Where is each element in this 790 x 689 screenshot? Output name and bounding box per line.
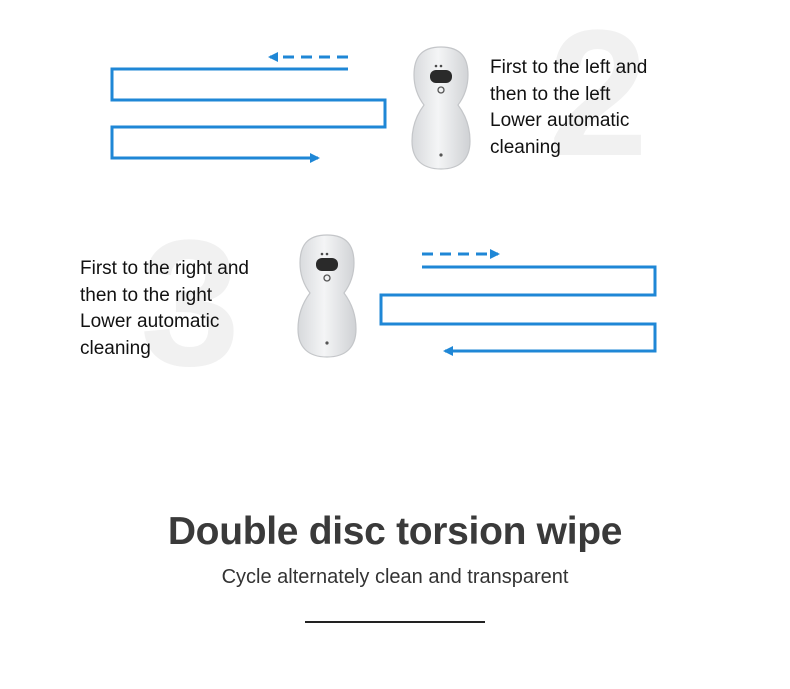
middle-zigzag-path <box>379 265 657 356</box>
top-zigzag-path <box>110 67 387 163</box>
caption-line: cleaning <box>80 337 151 359</box>
pattern-top-description: First to the left and then to the left L… <box>490 55 647 161</box>
watermark-number-3: 3 <box>140 203 241 404</box>
page-title: Double disc torsion wipe <box>167 510 623 553</box>
caption-line: then to the right <box>80 284 213 306</box>
divider <box>305 621 485 623</box>
page-subtitle: Cycle alternately clean and transparent <box>221 566 569 588</box>
window-cleaning-robot-icon <box>297 234 357 358</box>
caption-line: cleaning <box>490 136 561 158</box>
caption-line: First to the right and <box>80 258 249 279</box>
window-cleaning-robot-icon <box>411 46 471 170</box>
caption-line: Lower automatic <box>80 311 220 332</box>
caption-line: Lower automatic <box>490 110 630 131</box>
watermark-number-2: 2 <box>548 0 649 194</box>
pattern-middle-description: First to the right and then to the right… <box>80 256 249 362</box>
caption-line: then to the left <box>490 83 611 105</box>
caption-line: First to the left and <box>490 57 648 78</box>
